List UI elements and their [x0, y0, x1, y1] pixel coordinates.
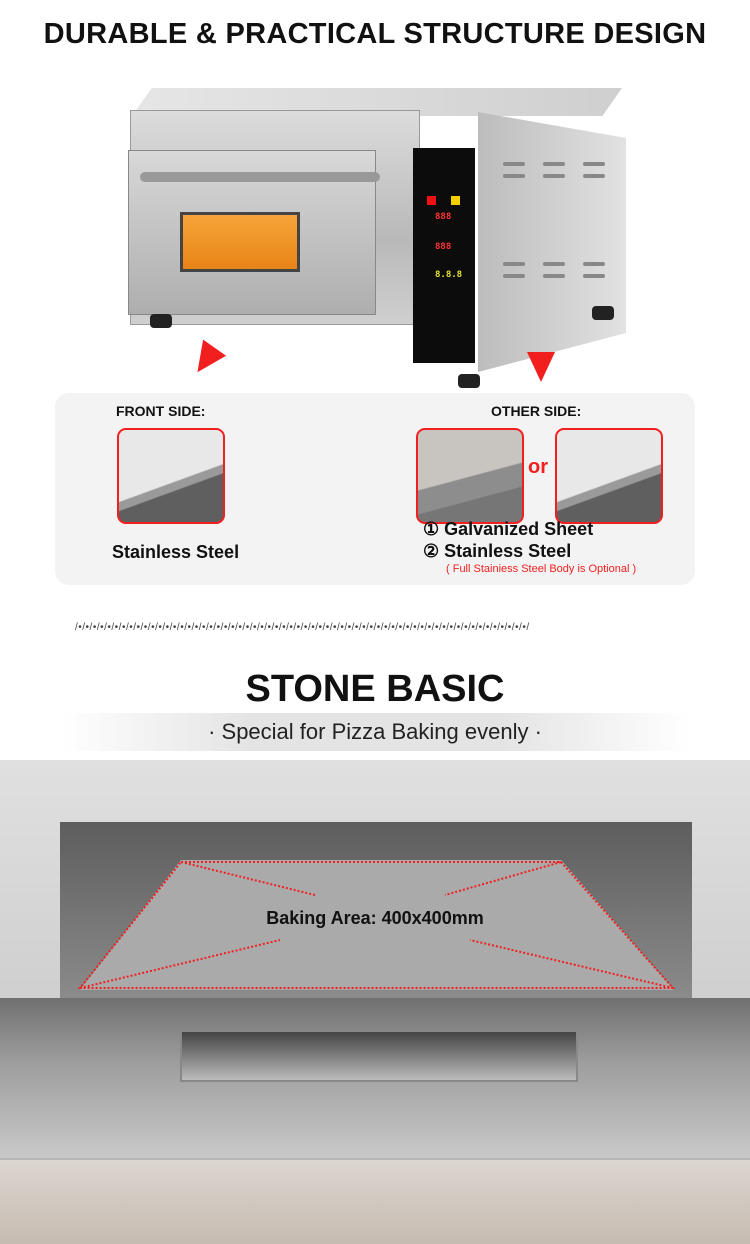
galvanized-sheet-swatch [416, 428, 524, 524]
section-title: STONE BASIC [245, 668, 505, 710]
or-label: or [528, 456, 548, 478]
arrow-icon [527, 352, 555, 382]
stainless-steel-swatch [555, 428, 663, 524]
divider: /•/•/•/•/•/•/•/•/•/•/•/•/•/•/•/•/•/•/•/•… [75, 622, 530, 633]
option-galvanized: ① Galvanized Sheet [423, 519, 594, 539]
other-side-label: OTHER SIDE: [491, 403, 582, 419]
oven-side-panel [478, 112, 626, 372]
oven-window [180, 212, 300, 272]
front-side-label: FRONT SIDE: [116, 403, 206, 419]
timer-display: 8.8.8 [435, 270, 463, 280]
section-subtitle: · Special for Pizza Baking evenly · [208, 719, 542, 744]
stainless-steel-swatch [117, 428, 225, 524]
door-window-slot [180, 1030, 578, 1082]
control-panel: 888 888 8.8.8 [413, 148, 475, 363]
baking-stone [80, 860, 674, 990]
page-title: DURABLE & PRACTICAL STRUCTURE DESIGN [43, 18, 707, 50]
power-icon [427, 196, 436, 205]
front-material: Stainless Steel [112, 542, 240, 562]
light-icon [451, 196, 460, 205]
option-stainless: ② Stainless Steel [423, 541, 572, 561]
oven-foot [592, 306, 614, 320]
door-handle [140, 172, 380, 182]
oven-foot [458, 374, 480, 388]
subtitle-band [60, 713, 690, 751]
optional-note: ( Full Stainiess Steel Body is Optional … [446, 563, 637, 575]
temp-display-top: 888 [435, 212, 452, 222]
oven-foot [150, 314, 172, 328]
table-surface [0, 1160, 750, 1244]
baking-area-label: Baking Area: 400x400mm [266, 908, 484, 928]
temp-display-bottom: 888 [435, 242, 452, 252]
